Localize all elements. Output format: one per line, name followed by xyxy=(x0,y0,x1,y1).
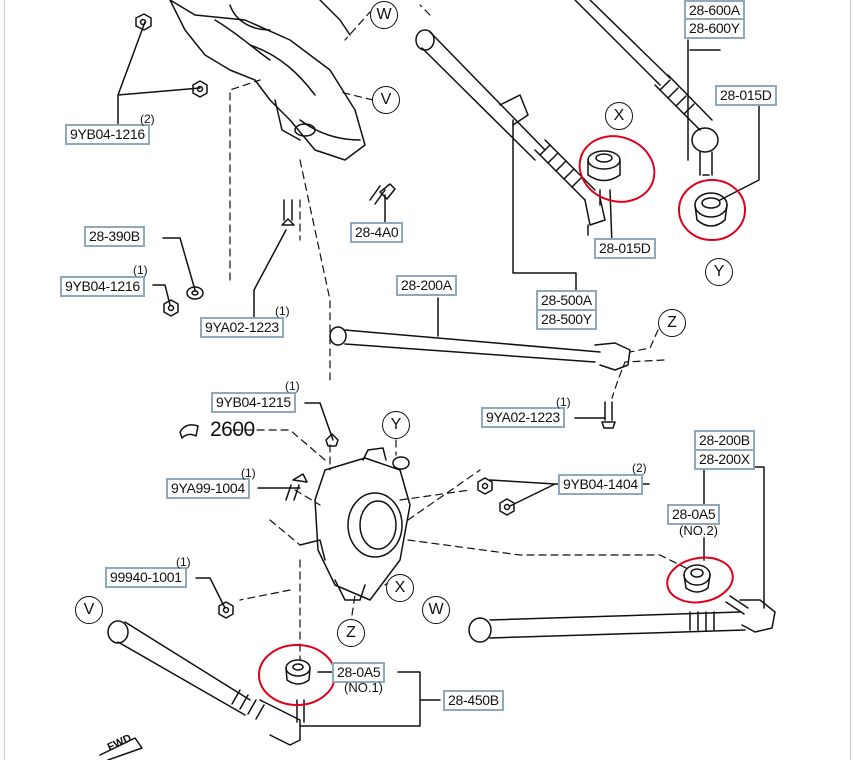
qty-9yb04-1215: (1) xyxy=(285,379,300,393)
sub-label-no2: (NO.2) xyxy=(679,523,718,538)
highlight-bushing-no1 xyxy=(258,644,336,706)
callout-w-top: W xyxy=(370,1,398,29)
lower-arm-28-450B xyxy=(107,620,305,746)
qty-9ya02-1223-right: (1) xyxy=(556,395,571,409)
qty-9yb04-1404: (2) xyxy=(632,461,647,475)
part-label-28-015d-right: 28-015D xyxy=(715,85,777,106)
bushing-drawings xyxy=(285,150,728,685)
part-label-28-200x: 28-200X xyxy=(694,449,755,470)
part-label-9yb04-1216-lower: 9YB04-1216 xyxy=(60,276,145,297)
callout-y-knuckle: Y xyxy=(382,411,410,439)
part-label-28-450b: 28-450B xyxy=(443,690,504,711)
callout-v-top: V xyxy=(372,86,400,114)
callout-z-knuckle: Z xyxy=(337,619,365,647)
part-label-99940-1001: 99940-1001 xyxy=(105,567,187,588)
knuckle-part-number: 2600 xyxy=(210,418,255,441)
sub-label-no1: (NO.1) xyxy=(344,680,383,695)
part-label-28-4a0: 28-4A0 xyxy=(350,222,404,243)
part-label-28-500y: 28-500Y xyxy=(536,309,597,330)
callout-x-top: X xyxy=(605,102,633,130)
lower-arm-28-200B xyxy=(468,595,776,643)
qty-99940-1001: (1) xyxy=(176,555,191,569)
right-page-border xyxy=(850,0,851,760)
highlight-bushing-no2 xyxy=(666,556,734,604)
callout-v-bottom: V xyxy=(75,596,103,624)
callout-y-top: Y xyxy=(705,258,733,286)
part-label-28-200b: 28-200B xyxy=(694,430,755,451)
part-label-9yb04-1404: 9YB04-1404 xyxy=(558,474,643,495)
upper-arm-28-600 xyxy=(574,0,719,176)
part-label-28-600y: 28-600Y xyxy=(684,18,745,39)
middle-arm-28-200A xyxy=(329,326,631,371)
part-label-28-015d-middle: 28-015D xyxy=(594,238,656,259)
knuckle-ref-icon xyxy=(179,424,199,439)
dashed-assembly-lines xyxy=(229,4,691,661)
callout-x-knuckle: X xyxy=(386,574,414,602)
part-label-9ya02-1223-right: 9YA02-1223 xyxy=(481,407,565,428)
qty-9ya02-1223-left: (1) xyxy=(275,304,290,318)
qty-9yb04-1216-lower: (1) xyxy=(133,263,148,277)
qty-9ya99-1004: (1) xyxy=(241,466,256,480)
part-label-9yb04-1215: 9YB04-1215 xyxy=(211,392,296,413)
part-label-9yb04-1216-upper: 9YB04-1216 xyxy=(65,124,150,145)
fwd-arrow xyxy=(99,737,143,760)
left-page-border xyxy=(4,0,5,760)
part-label-28-500a: 28-500A xyxy=(536,290,597,311)
highlight-bushing-y xyxy=(678,179,746,241)
highlight-bushing-x xyxy=(578,135,656,203)
upper-arm-28-500 xyxy=(415,29,606,236)
qty-9yb04-1216-upper: (2) xyxy=(140,112,155,126)
part-label-28-0a5-no1: 28-0A5 xyxy=(332,662,386,683)
callout-z-right: Z xyxy=(658,309,686,337)
part-label-28-0a5-no2: 28-0A5 xyxy=(667,504,721,525)
part-label-9ya99-1004: 9YA99-1004 xyxy=(166,478,250,499)
part-label-28-200a: 28-200A xyxy=(396,275,457,296)
subframe-drawing xyxy=(169,0,366,161)
callout-w-bottom: W xyxy=(422,596,450,624)
part-label-28-390b: 28-390B xyxy=(84,226,145,247)
part-label-9ya02-1223-left: 9YA02-1223 xyxy=(200,317,284,338)
knuckle-drawing xyxy=(299,447,411,601)
